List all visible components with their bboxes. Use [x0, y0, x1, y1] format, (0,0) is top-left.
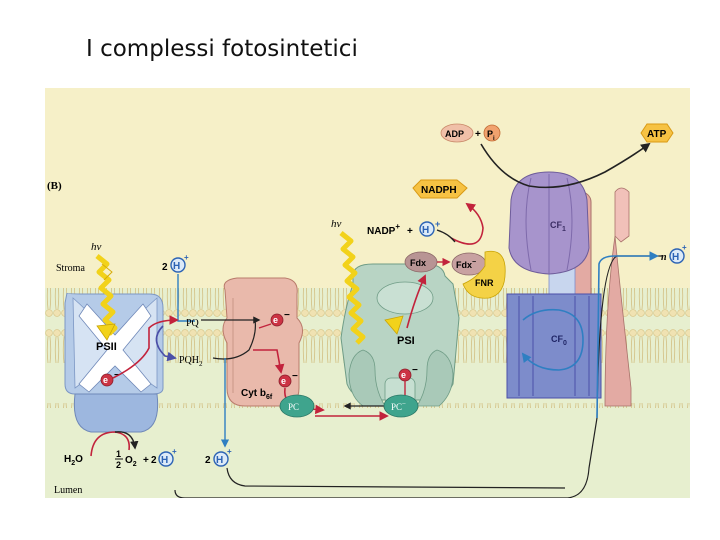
- n-protons-charge: +: [682, 243, 687, 252]
- electron-cyt-upper-charge: −: [284, 310, 290, 321]
- o2-label: O2: [125, 455, 137, 468]
- pc-label: PC: [288, 402, 299, 412]
- n-protons-coef: n: [661, 252, 667, 263]
- fnr-label: FNR: [475, 278, 494, 288]
- nadp-proton-symbol: H: [422, 225, 429, 236]
- lumen-protons-left-coef: 2: [151, 455, 157, 466]
- atp-badge: [640, 123, 674, 143]
- lumen-label: Lumen: [54, 485, 82, 496]
- electron-cyt-lower: [278, 374, 292, 388]
- lumen-protons-right-symbol: H: [216, 455, 223, 466]
- proton-flow-atp: [174, 255, 663, 498]
- stroma-region: [45, 88, 690, 288]
- electron-cyt-upper-symbol: e: [273, 315, 278, 325]
- half-numerator: 1: [116, 449, 121, 459]
- stroma-protons-coef: 2: [162, 262, 168, 273]
- atp-label: ATP: [647, 129, 667, 140]
- lumen-protons-left-ring: [158, 451, 174, 467]
- electron-cyt-lower-symbol: e: [281, 376, 286, 386]
- atp-synthesis-arrow: [480, 142, 651, 189]
- light-2-arrowhead: [384, 315, 404, 335]
- electron-cyt-lower-charge: −: [292, 371, 298, 382]
- half-denominator: 2: [116, 460, 121, 470]
- slide-title: I complessi fotosintetici: [86, 36, 358, 62]
- fnr-protein: [462, 250, 506, 299]
- pc-oxidized: [279, 394, 315, 418]
- panel-label: (B): [47, 180, 62, 192]
- water-plus: +: [143, 455, 149, 466]
- pi-badge: [483, 124, 501, 142]
- pq-label: PQ: [186, 318, 200, 329]
- lumen-protons-right-coef: 2: [205, 455, 211, 466]
- psi-label: PSI: [397, 335, 415, 347]
- light-1-label: hν: [91, 241, 102, 253]
- nadp-label: NADP+: [367, 222, 400, 237]
- lumen-protons-right-ring: [213, 451, 229, 467]
- adp-badge: [440, 123, 474, 143]
- pc-reduced: [383, 394, 419, 418]
- stroma-protons-symbol: H: [173, 261, 180, 272]
- light-2-arrow: [339, 231, 366, 345]
- pi-label: Pi: [487, 129, 495, 142]
- fdx-label: Fdx: [410, 258, 426, 268]
- adp-plus: +: [475, 129, 481, 140]
- n-protons-ring: [669, 248, 685, 264]
- cf1-label: CF1: [550, 220, 566, 233]
- light-1-arrowhead: [96, 323, 116, 341]
- thylakoid-membrane-diagram: (B) Stroma Lumen PSII hν Cyt b6f PSI hν …: [45, 88, 690, 498]
- cytb6f-label: Cyt b6f: [241, 388, 273, 401]
- adp-label: ADP: [445, 129, 464, 139]
- electron-cyt-upper: [270, 313, 284, 327]
- nadp-plus: +: [407, 226, 413, 237]
- nadp-proton-charge: +: [435, 219, 440, 229]
- electron-psi-symbol: e: [401, 370, 406, 380]
- electron-psi-charge: −: [412, 365, 418, 376]
- nadp-reduction-arrow: [450, 202, 484, 245]
- cytb6f-complex: [222, 277, 303, 407]
- light-2-label: hν: [331, 218, 342, 230]
- lumen-protons-right-charge: +: [227, 447, 232, 456]
- electron-psii-symbol: e: [103, 375, 108, 385]
- nadph-label: NADPH: [421, 185, 457, 196]
- lumen-protons-left-symbol: H: [161, 455, 168, 466]
- pq-reduction-arrow: [155, 325, 177, 362]
- stroma-protons-ring: [170, 257, 186, 273]
- nadp-proton: [419, 221, 435, 237]
- stroma-label: Stroma: [56, 263, 85, 274]
- nadph-badge: [412, 179, 468, 199]
- atp-synthase: [506, 171, 632, 407]
- electron-psii: [100, 373, 114, 387]
- pc-reduced-label: PC−: [391, 400, 406, 412]
- fdx-reduced-label: Fdx−: [456, 259, 476, 270]
- lumen-protons-left-charge: +: [172, 447, 177, 456]
- light-1-arrow: [95, 254, 118, 336]
- stroma-protons-charge: +: [184, 253, 189, 262]
- n-protons-symbol: H: [672, 252, 679, 263]
- pqh2-label: PQH2: [179, 355, 203, 368]
- h2o-label: H2O: [64, 454, 83, 467]
- cf0-label: CF0: [551, 334, 567, 347]
- psii-label: PSII: [96, 341, 117, 353]
